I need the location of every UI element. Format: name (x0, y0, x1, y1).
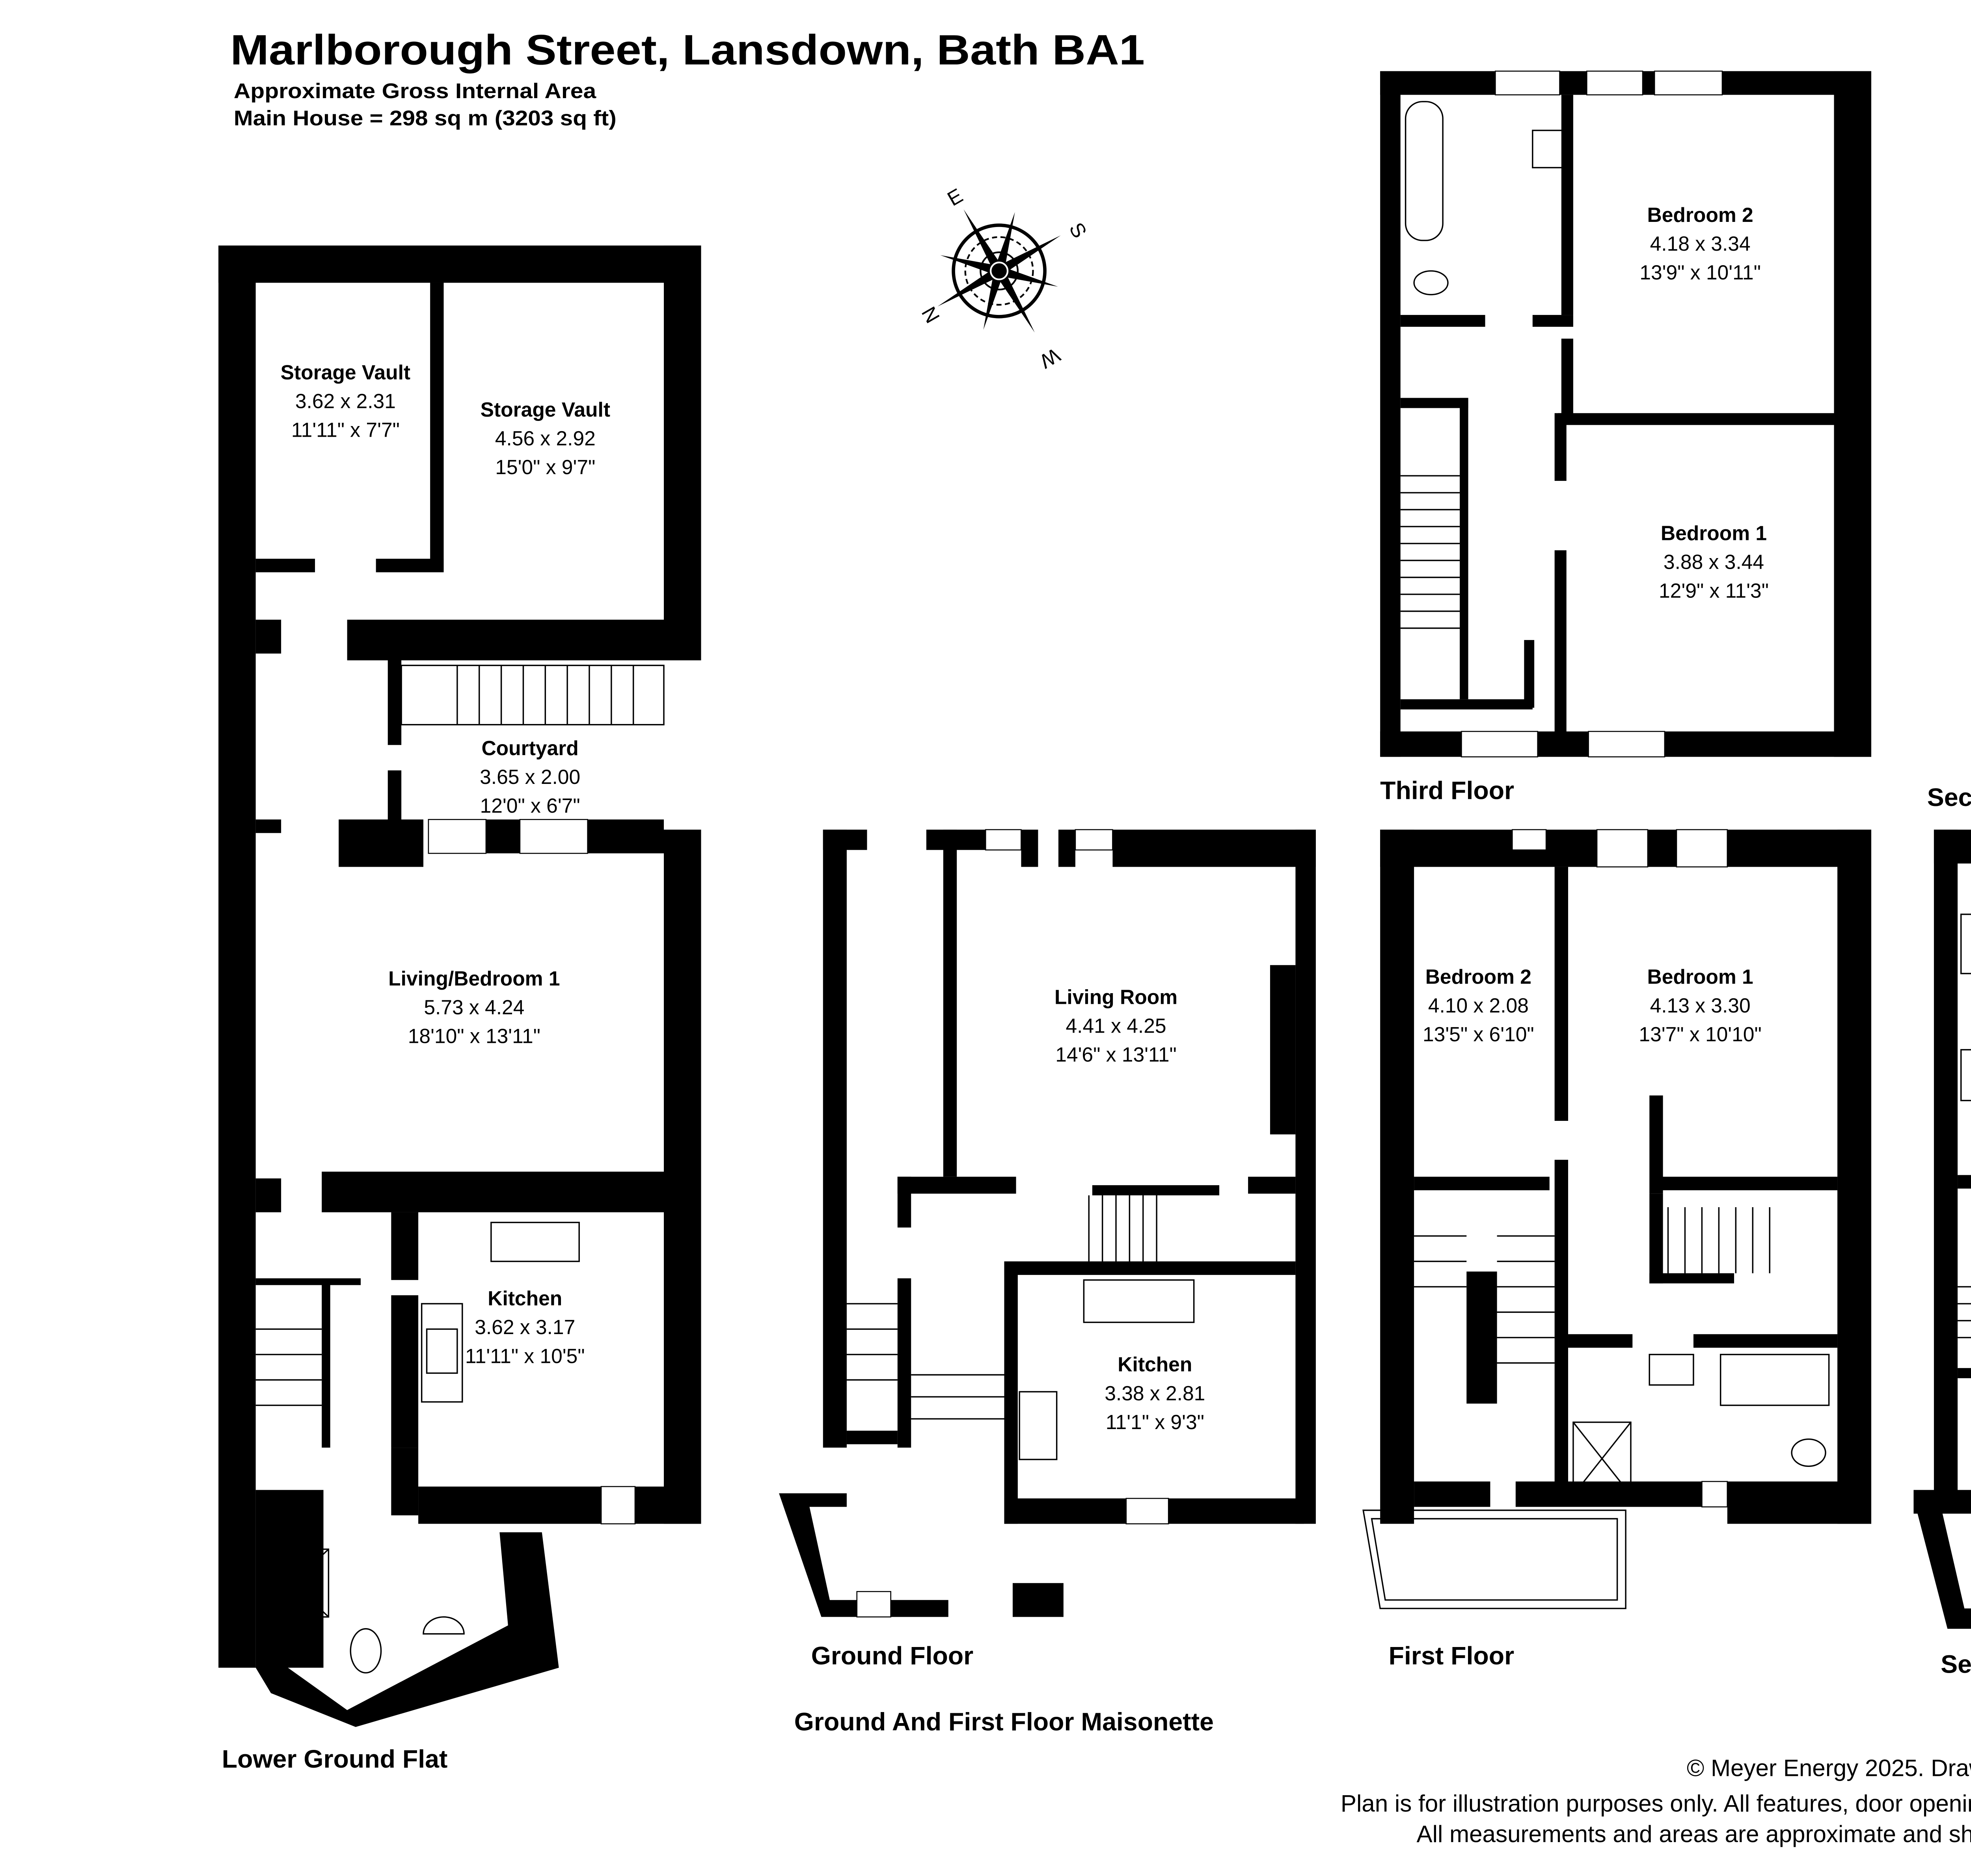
floor-label-first: First Floor (1389, 1642, 1515, 1670)
courtyard-stairs (456, 665, 634, 725)
first-floor-room-labels: Bedroom 2 4.10 x 2.08 13'5" x 6'10" Bedr… (1389, 965, 1762, 1670)
room-metric: 3.65 x 2.00 (480, 765, 580, 788)
third-floor-room-labels: Bedroom 2 4.18 x 3.34 13'9" x 10'11" Bed… (1380, 203, 1769, 805)
first-floor-plan (1362, 829, 1871, 1609)
room-metric: 4.13 x 3.30 (1650, 994, 1751, 1017)
room-imperial: 11'11" x 7'7" (291, 418, 400, 441)
group-label-second-third: Second And Third Floor Maisonette (1927, 783, 1971, 811)
floor-label-second: Second Floor (1941, 1650, 1971, 1678)
floor-label-lower-ground: Lower Ground Flat (222, 1745, 448, 1773)
compass-rose-icon: E S N W (917, 184, 1092, 373)
third-floor-stairs (1400, 475, 1460, 629)
room-metric: 4.18 x 3.34 (1650, 232, 1751, 255)
lower-ground-stairs (255, 1328, 322, 1406)
compass-w: W (1036, 344, 1064, 373)
room-metric: 4.10 x 2.08 (1428, 994, 1529, 1017)
room-metric: 3.38 x 2.81 (1105, 1382, 1205, 1405)
room-metric: 3.88 x 3.44 (1664, 550, 1764, 573)
room-imperial: 13'9" x 10'11" (1639, 261, 1761, 284)
room-name: Courtyard (481, 737, 578, 759)
room-imperial: 11'11" x 10'5" (465, 1344, 585, 1367)
room-imperial: 14'6" x 13'11" (1055, 1043, 1177, 1066)
room-imperial: 18'10" x 13'11" (408, 1024, 540, 1047)
group-label-ground-first: Ground And First Floor Maisonette (794, 1707, 1214, 1736)
area-label: Approximate Gross Internal Area (234, 79, 597, 103)
ground-floor-stairs (846, 1195, 1157, 1420)
room-name: Kitchen (1118, 1353, 1192, 1376)
plan-title: Marlborough Street, Lansdown, Bath BA1 (230, 26, 1145, 73)
room-name: Bedroom 1 (1647, 965, 1753, 988)
third-floor-plan (1380, 71, 1871, 757)
disclaimer-line-1: Plan is for illustration purposes only. … (1341, 1790, 1971, 1817)
room-metric: 4.56 x 2.92 (495, 427, 596, 450)
ground-floor-room-labels: Living Room 4.41 x 4.25 14'6" x 13'11" K… (794, 986, 1214, 1736)
lower-ground-room-labels: Storage Vault 3.62 x 2.31 11'11" x 7'7" … (222, 361, 610, 1773)
room-name: Living Room (1054, 986, 1177, 1009)
header: Marlborough Street, Lansdown, Bath BA1 A… (230, 26, 1145, 130)
copyright-line: © Meyer Energy 2025. Drawn to RICS guide… (1687, 1755, 1971, 1781)
second-floor-room-labels: Kitchen 4.10 x 2.17 13'5" x 7'1" Living/… (1927, 783, 1971, 1679)
compass-s: S (1065, 219, 1091, 242)
second-floor-stairs (1958, 1286, 1971, 1338)
room-name: Bedroom 1 (1661, 521, 1767, 544)
room-name: Kitchen (488, 1287, 562, 1310)
footer-disclaimer: © Meyer Energy 2025. Drawn to RICS guide… (1341, 1755, 1971, 1847)
compass-n: N (917, 303, 945, 327)
room-imperial: 12'0" x 6'7" (480, 794, 580, 817)
room-name: Bedroom 2 (1647, 203, 1753, 226)
room-imperial: 15'0" x 9'7" (495, 456, 595, 478)
room-name: Living/Bedroom 1 (388, 967, 560, 990)
lower-ground-flat-plan (218, 245, 701, 1727)
second-floor-plan (1913, 830, 1971, 1629)
room-imperial: 13'7" x 10'10" (1639, 1023, 1761, 1046)
room-name: Storage Vault (481, 398, 610, 421)
first-floor-stairs (1414, 1207, 1770, 1364)
room-metric: 3.62 x 3.17 (475, 1316, 575, 1338)
compass-e: E (943, 184, 967, 210)
room-name: Bedroom 2 (1425, 965, 1531, 988)
room-metric: 5.73 x 4.24 (424, 996, 524, 1018)
room-imperial: 13'5" x 6'10" (1423, 1023, 1534, 1046)
area-value: Main House = 298 sq m (3203 sq ft) (234, 106, 617, 130)
disclaimer-line-2: All measurements and areas are approxima… (1417, 1821, 1971, 1847)
ground-floor-plan (779, 829, 1316, 1617)
floor-label-ground: Ground Floor (811, 1642, 974, 1670)
room-imperial: 12'9" x 11'3" (1659, 579, 1769, 602)
room-name: Storage Vault (281, 361, 410, 383)
room-imperial: 11'1" x 9'3" (1106, 1411, 1204, 1433)
room-metric: 3.62 x 2.31 (295, 389, 396, 412)
floor-label-third: Third Floor (1380, 776, 1514, 805)
room-metric: 4.41 x 4.25 (1066, 1014, 1166, 1037)
